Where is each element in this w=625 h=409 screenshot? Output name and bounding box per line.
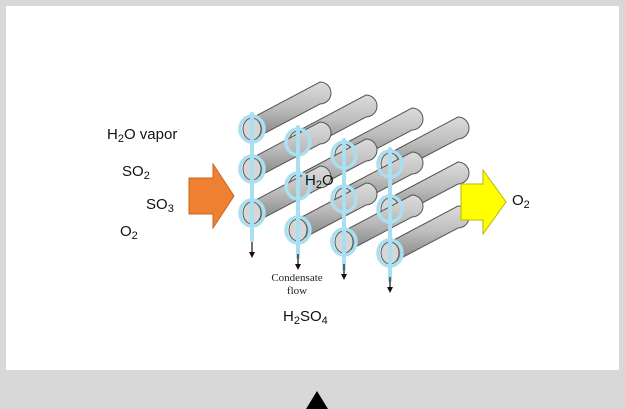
label-o2-left: O2 bbox=[120, 223, 138, 242]
condensate-ring-c4-r2 bbox=[376, 194, 404, 224]
condensate-ring-c3-r1 bbox=[330, 140, 358, 170]
label-h2o-center: H2O bbox=[305, 172, 334, 191]
condensate-ring-c3-r2 bbox=[330, 184, 358, 214]
drip-arrow-icon-c2 bbox=[295, 254, 301, 270]
condensate-ring-c3-r3 bbox=[330, 227, 358, 257]
drip-arrow-icon-c3 bbox=[341, 264, 347, 280]
condensate-ring-c2-r1 bbox=[284, 127, 312, 157]
outlet-arrow-icon bbox=[460, 168, 507, 236]
condensate-film bbox=[238, 112, 404, 282]
diagram-panel: H2O vapor SO2 SO3 O2 H2O O2 Condensate f… bbox=[6, 6, 619, 370]
condenser-diagram bbox=[188, 81, 507, 293]
condensate-ring-c1-r1 bbox=[238, 114, 266, 144]
drip-arrow-icon-c1 bbox=[249, 242, 255, 258]
label-so2: SO2 bbox=[122, 163, 150, 182]
condensate-ring-c4-r1 bbox=[376, 149, 404, 179]
condensate-ring-c1-r3 bbox=[238, 198, 266, 228]
tube-bank bbox=[242, 81, 470, 265]
condensate-ring-c2-r3 bbox=[284, 215, 312, 245]
drip-arrow-icon-c4 bbox=[387, 277, 393, 293]
label-so3: SO3 bbox=[146, 196, 174, 215]
label-h2o-vapor: H2O vapor bbox=[107, 126, 178, 145]
label-condensate-flow: Condensate flow bbox=[271, 272, 323, 297]
inlet-arrow-icon bbox=[188, 162, 235, 230]
label-o2-right: O2 bbox=[512, 192, 530, 211]
condensate-drips bbox=[249, 242, 393, 293]
condensate-ring-c2-r2 bbox=[284, 171, 312, 201]
condensate-ring-c4-r3 bbox=[376, 238, 404, 268]
condensate-ring-c1-r2 bbox=[238, 154, 266, 184]
triangle-up-icon[interactable] bbox=[306, 391, 328, 409]
label-h2so4: H2SO4 bbox=[283, 308, 328, 327]
